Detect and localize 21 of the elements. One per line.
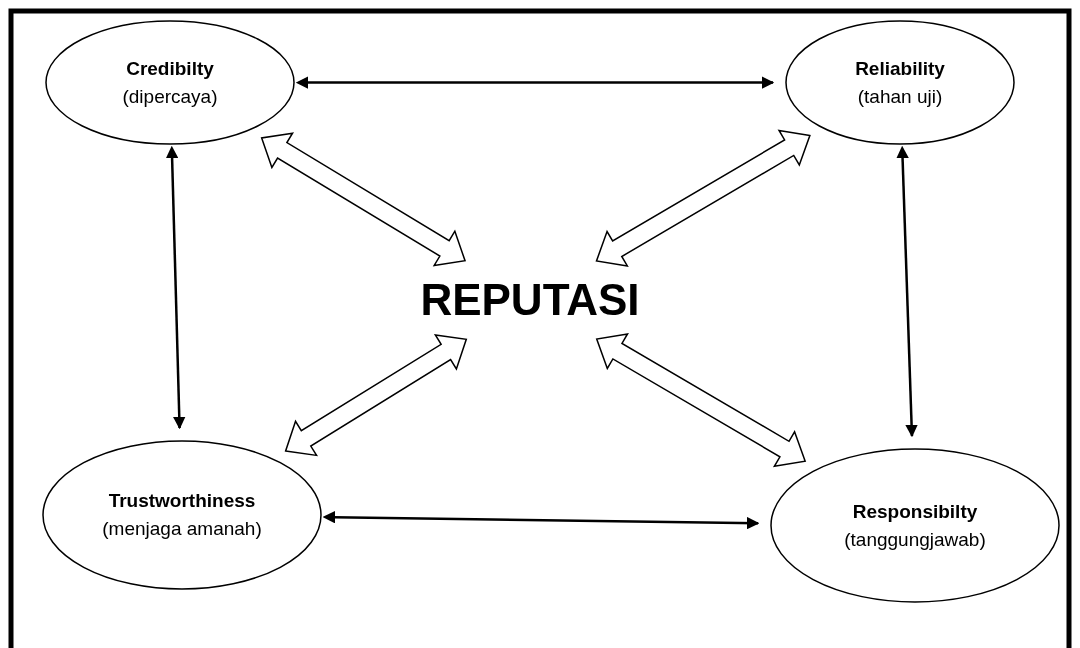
concept-ellipse: [785, 20, 1015, 145]
block-arrow: [284, 334, 468, 457]
concept-subtitle: (menjaga amanah): [102, 518, 262, 540]
double-arrow: [322, 510, 760, 530]
block-arrow: [260, 132, 467, 267]
block-arrow: [595, 129, 811, 267]
double-arrow: [165, 145, 186, 430]
concept-ellipse: [770, 448, 1060, 603]
concept-title: Trustworthiness: [108, 490, 256, 512]
central-title: REPUTASI: [420, 275, 640, 325]
block-arrow: [595, 332, 807, 468]
concept-title: Reliability: [855, 57, 945, 80]
concept-subtitle: (tahan uji): [857, 85, 943, 108]
concept-ellipse: [45, 20, 295, 145]
concept-subtitle: (dipercaya): [122, 85, 218, 108]
double-arrow: [896, 145, 918, 438]
concept-title: Credibilty: [126, 57, 214, 80]
concept-title: Responsibilty: [852, 500, 978, 523]
double-arrow: [295, 76, 775, 89]
concept-subtitle: (tanggungjawab): [844, 528, 986, 551]
concept-ellipse: [42, 440, 322, 590]
